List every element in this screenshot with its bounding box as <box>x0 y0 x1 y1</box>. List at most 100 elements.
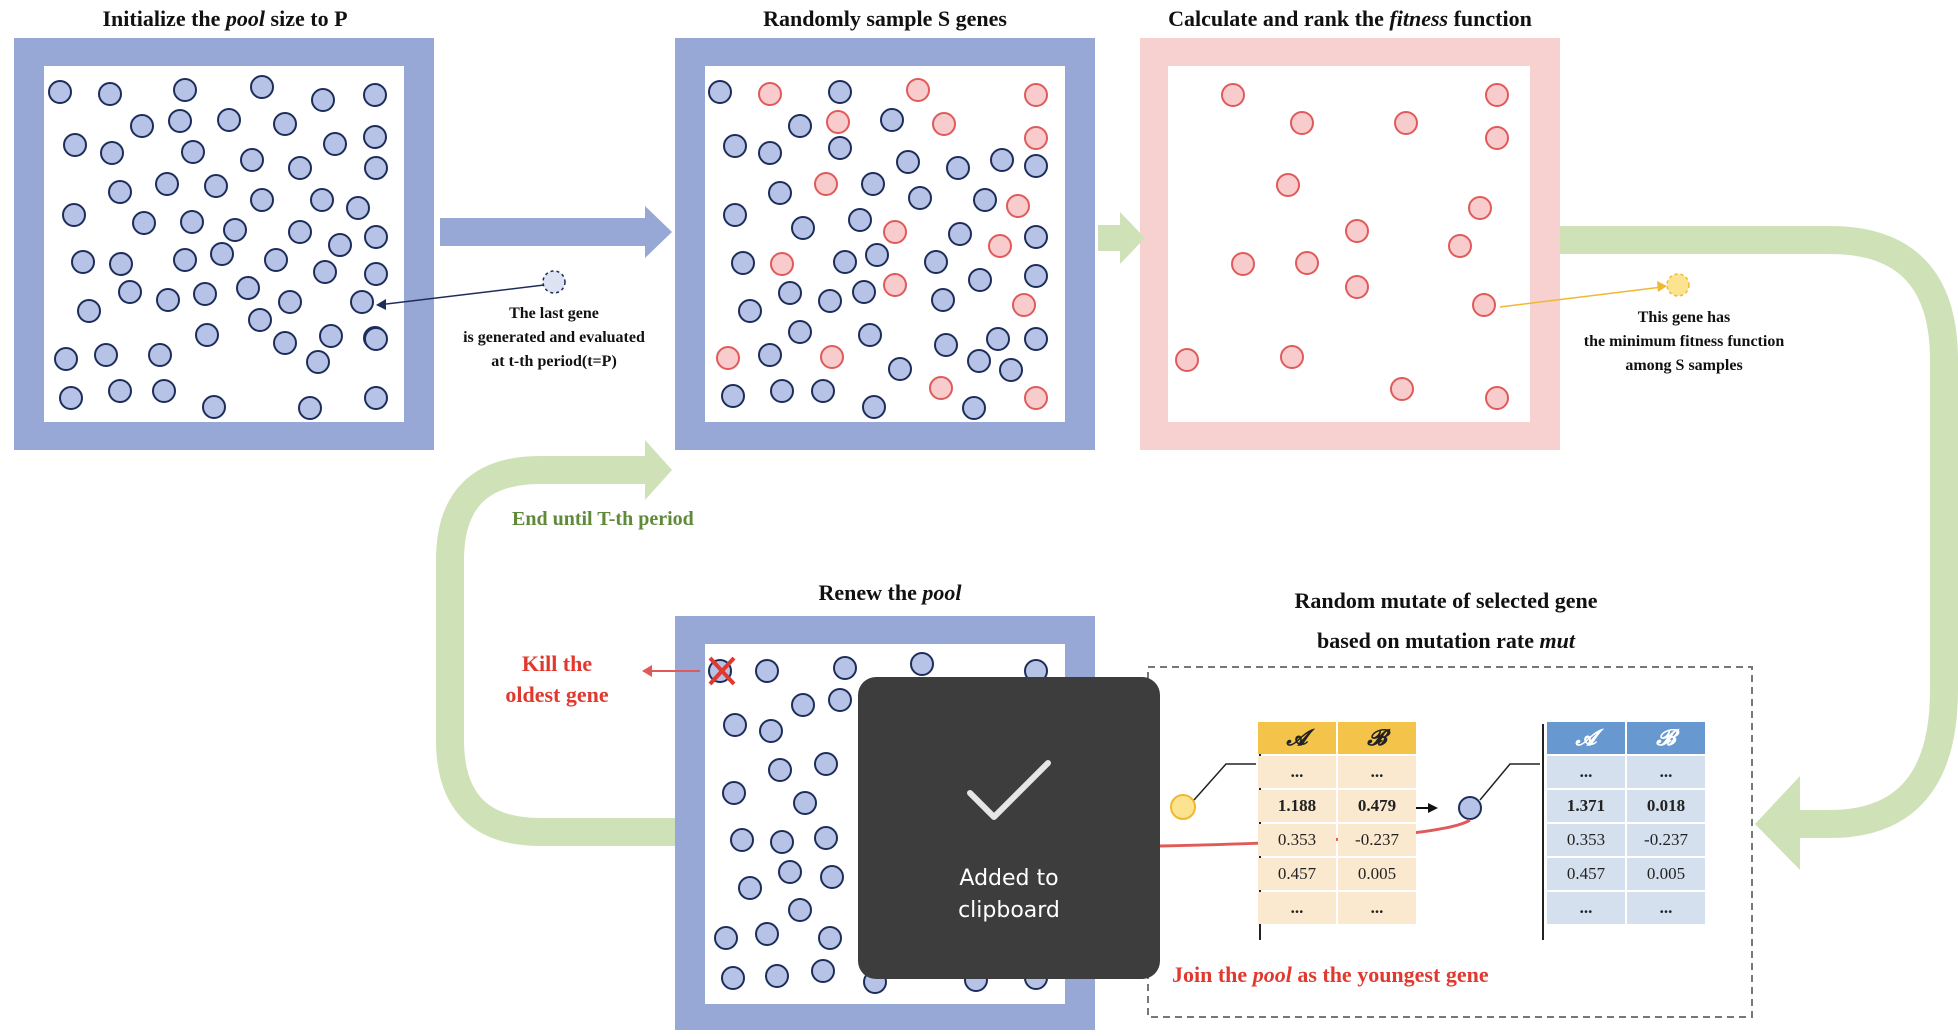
gene <box>195 323 219 347</box>
join-pool-label: Join the pool as the youngest gene <box>1172 962 1489 987</box>
sampled-gene <box>826 110 850 134</box>
table-cell: ... <box>1547 892 1625 924</box>
gene <box>240 148 264 172</box>
gene <box>156 288 180 312</box>
last-gene-pointer <box>377 284 545 306</box>
gene <box>791 693 815 717</box>
gene <box>1024 225 1048 249</box>
gene <box>71 250 95 274</box>
table-cell: 0.353 <box>1258 824 1336 856</box>
gene <box>350 290 374 314</box>
sampled-gene <box>1345 275 1369 299</box>
col-b-header: 𝓑 <box>1627 722 1705 754</box>
gene <box>1024 264 1048 288</box>
new-gene-dashed <box>542 270 566 294</box>
kill-cross-icon <box>708 656 736 686</box>
mutated-gene <box>1458 796 1482 820</box>
gene <box>288 220 312 244</box>
min-fitness-pointer-head <box>1657 281 1667 292</box>
gene <box>793 791 817 815</box>
sampled-gene <box>929 376 953 400</box>
gene <box>946 156 970 180</box>
gene <box>828 80 852 104</box>
gene <box>768 181 792 205</box>
gene <box>363 83 387 107</box>
gene <box>990 148 1014 172</box>
gene <box>298 396 322 420</box>
gene <box>865 243 889 267</box>
blue-step-arrow <box>440 206 672 258</box>
gene <box>738 299 762 323</box>
end-until-label: End until T-th period <box>512 508 694 530</box>
gene <box>310 188 334 212</box>
gene <box>210 242 234 266</box>
gene <box>319 324 343 348</box>
gene <box>708 80 732 104</box>
table-cell: ... <box>1258 892 1336 924</box>
gene <box>820 865 844 889</box>
gene <box>968 268 992 292</box>
gene <box>759 719 783 743</box>
table-cell: ... <box>1338 892 1416 924</box>
gene <box>1024 154 1048 178</box>
gene <box>788 114 812 138</box>
gene <box>311 88 335 112</box>
sampled-gene <box>1390 377 1414 401</box>
gene <box>861 172 885 196</box>
sampled-gene <box>1012 293 1036 317</box>
gene <box>967 349 991 373</box>
gene <box>250 188 274 212</box>
sampled-gene <box>1024 83 1048 107</box>
gene <box>54 347 78 371</box>
step3-title: Calculate and rank the fitness function <box>1168 6 1532 31</box>
table-cell: -0.237 <box>1627 824 1705 856</box>
gene <box>108 379 132 403</box>
gene <box>910 652 934 676</box>
col-b-header: 𝓑 <box>1338 722 1416 754</box>
fitness-inner <box>1168 66 1530 422</box>
gene <box>94 343 118 367</box>
gene <box>250 75 274 99</box>
gene <box>934 333 958 357</box>
sampled-gene <box>814 172 838 196</box>
sampled-gene <box>1485 126 1509 150</box>
kill-arrow-head <box>642 665 652 677</box>
min-fitness-gene <box>1666 273 1690 297</box>
gene <box>364 262 388 286</box>
gene <box>778 281 802 305</box>
sampled-gene <box>1006 194 1030 218</box>
sampled-gene <box>988 234 1012 258</box>
selected-gene-connector <box>1193 763 1256 801</box>
gene <box>770 830 794 854</box>
gene <box>758 343 782 367</box>
gene <box>313 260 337 284</box>
sampled-gene <box>1468 196 1492 220</box>
gene <box>962 396 986 420</box>
gene <box>833 250 857 274</box>
clipboard-toast: Added to clipboard <box>858 677 1160 979</box>
sampled-gene <box>1485 83 1509 107</box>
table-cell: 0.005 <box>1338 858 1416 890</box>
table-cell: 1.188 <box>1258 790 1336 822</box>
table-cell: 0.479 <box>1338 790 1416 822</box>
step4-title-line2: based on mutation rate mut <box>1317 628 1575 653</box>
gene <box>109 252 133 276</box>
green-step-arrow <box>1098 212 1145 264</box>
table-cell: 0.353 <box>1547 824 1625 856</box>
table-cell: 0.018 <box>1627 790 1705 822</box>
gene <box>62 203 86 227</box>
sampled-gene <box>932 112 956 136</box>
sampled-gene <box>1231 252 1255 276</box>
gene <box>723 134 747 158</box>
gene <box>924 250 948 274</box>
gene <box>852 280 876 304</box>
selected-gene <box>1170 794 1196 820</box>
table-cell: -0.237 <box>1338 824 1416 856</box>
gene <box>714 926 738 950</box>
last-gene-pointer-head <box>376 299 386 310</box>
min-fitness-pointer <box>1499 286 1663 308</box>
gene <box>765 964 789 988</box>
gene <box>181 140 205 164</box>
gene <box>152 379 176 403</box>
gene <box>1024 327 1048 351</box>
